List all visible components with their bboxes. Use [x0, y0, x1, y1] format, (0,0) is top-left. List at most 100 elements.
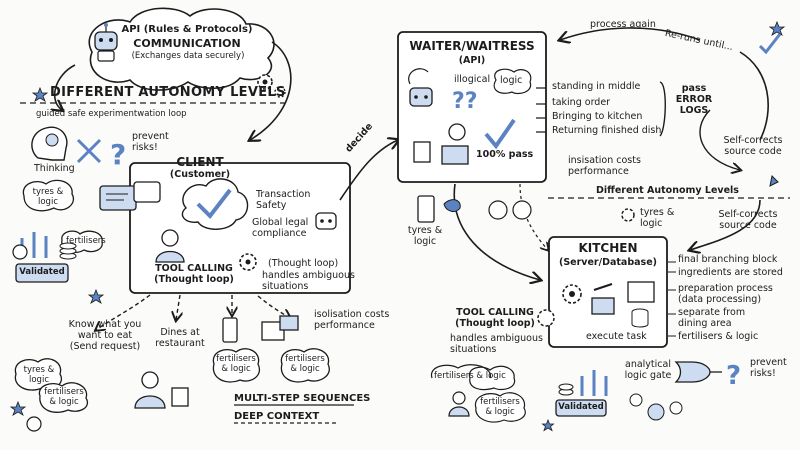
monitor-icon — [627, 281, 655, 303]
multi-step-label: MULTI-STEP SEQUENCES — [234, 393, 371, 404]
tyres-cloud — [14, 358, 63, 391]
tyres-cloud — [22, 179, 75, 212]
toolbox-icon — [591, 283, 615, 315]
dines-label: Dines at restaurant — [155, 327, 205, 349]
question-icon: ?? — [452, 89, 478, 114]
kitchen-item-5: fertilisers & logic — [678, 331, 759, 342]
bracket — [659, 81, 666, 137]
step-links — [536, 87, 546, 133]
step-1: standing in middle — [552, 81, 641, 92]
flow-arrow — [96, 294, 151, 330]
gate-label: analytical logic gate — [624, 359, 672, 381]
insisation-label: insisation costs performance — [568, 155, 641, 177]
people-exchange-icon — [488, 200, 532, 220]
kitchen-links — [668, 261, 676, 337]
kitchen-item-3: preparation process (data processing) — [678, 283, 773, 305]
flow-arrow — [176, 294, 180, 320]
gear-icon — [537, 309, 555, 327]
cloud-arrow-right — [250, 41, 292, 140]
kitchen-item-4: separate from dining area — [678, 307, 746, 329]
logic-cloud — [493, 68, 532, 95]
step-2: taking order — [552, 97, 611, 108]
step-4: Returning finished dish — [552, 125, 662, 136]
fert1-label: fertilisers & logic — [216, 354, 256, 374]
tyres-logic-label: tyres & logic — [407, 225, 443, 247]
autonomy-title: DIFFERENT AUTONOMY LEVELS — [50, 85, 286, 100]
person-shopping-icon — [134, 371, 189, 409]
checkmark-icon — [758, 33, 782, 55]
kitchen-item-1: final branching block — [678, 254, 778, 265]
kitchen-title: KITCHEN — [578, 241, 638, 255]
self-corrects-2-label: Self-corrects source code — [718, 209, 778, 231]
api-subtitle: COMMUNICATION — [133, 37, 241, 50]
logic-label: logic — [500, 75, 523, 86]
robot-icon — [94, 23, 118, 62]
client-subtitle: (Customer) — [169, 169, 231, 180]
cross-icon — [76, 138, 102, 164]
fertilisers-label: fertilisers — [66, 236, 106, 246]
bot-icon — [315, 212, 337, 230]
different-levels-label: Different Autonomy Levels — [596, 185, 739, 196]
tool-calling-label: TOOL CALLING (Thought loop) — [154, 263, 234, 285]
validated-tag — [555, 399, 607, 417]
decide-arrow — [339, 140, 398, 201]
tyres-label: tyres & logic — [23, 365, 55, 385]
database-icon — [631, 308, 649, 328]
validated-tag — [15, 263, 69, 283]
legal-label: Global legal compliance — [252, 217, 309, 239]
autonomy-loop: guided safe experimentwation loop — [36, 109, 187, 119]
api-title: API (Rules & Protocols) — [121, 24, 253, 35]
prevent-label: prevent risks! — [132, 131, 169, 153]
people-group-icon — [629, 393, 683, 421]
deep-context-label: DEEP CONTEXT — [234, 411, 320, 422]
pass-label: 100% pass — [476, 149, 534, 160]
gear-icon — [257, 74, 286, 98]
kitchen-item-2: ingredients are stored — [678, 267, 783, 278]
rerun-arrow — [739, 51, 769, 141]
thought-loop-label: (Thought loop) — [268, 258, 339, 269]
tyres-label: tyres & logic — [32, 187, 64, 207]
right-handles-label: handles ambiguous situations — [450, 333, 543, 355]
pass-logs-label: pass ERROR LOGS — [675, 83, 713, 116]
fertilisers-cloud — [212, 348, 261, 383]
boxes-icon — [261, 315, 299, 341]
gear-icon — [239, 253, 257, 271]
checkmark-cloud-icon — [181, 178, 249, 230]
waiter-to-kitchen-arrow — [453, 183, 540, 280]
growth-arrows-icon — [580, 370, 608, 396]
validated-label: Validated — [558, 402, 604, 412]
api-detail: (Exchanges data securely) — [131, 51, 245, 61]
phone-icon — [222, 317, 238, 343]
question-icon: ? — [726, 361, 741, 391]
waiter-subtitle: (API) — [458, 55, 486, 66]
self-correct-arrow — [699, 109, 740, 170]
execute-label: execute task — [586, 331, 647, 342]
fert-logic-label: fertilisers & logic — [434, 371, 506, 381]
flow-arrow — [257, 295, 290, 318]
process-again-label: process again — [590, 19, 656, 30]
fertilisers-cloud — [474, 392, 526, 423]
prevent-risks-label: prevent risks! — [750, 357, 787, 379]
know-label: Know what you want to eat (Send request) — [68, 319, 142, 352]
fert-cloud-outline — [430, 364, 491, 379]
api-cloud — [88, 7, 275, 91]
tyres-logic-2-label: tyres & logic — [640, 207, 675, 229]
transaction-label: Transaction Safety — [256, 189, 311, 211]
cloud-arrow-left — [55, 64, 76, 110]
illogical-label: illogical — [454, 74, 491, 85]
right-tool-calling-label: TOOL CALLING (Thought loop) — [455, 307, 535, 329]
client-title: CLIENT — [176, 155, 224, 169]
fert2-label: fertilisers & logic — [285, 354, 325, 374]
person-icon — [155, 229, 185, 263]
bird-icon — [443, 199, 461, 212]
fert-logic-2-label: fertilisers & logic — [480, 397, 520, 417]
gear-icon — [562, 284, 582, 304]
fertilisers-cloud — [468, 365, 516, 391]
fert-label: fertilisers & logic — [44, 387, 84, 407]
bird-icon — [769, 174, 779, 187]
dashed-arrow — [519, 183, 548, 250]
thinking-head-icon — [31, 126, 68, 161]
question-icon: ? — [110, 138, 126, 171]
chat-bubbles-icon — [99, 181, 161, 211]
coins-icon — [558, 383, 574, 396]
